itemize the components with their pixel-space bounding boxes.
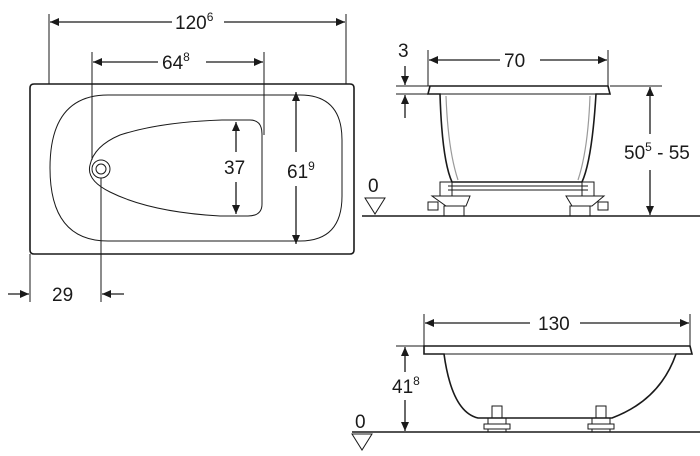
rim-label: 3 [398, 41, 409, 62]
foot-left [427, 181, 471, 217]
inner-length-label: 648 [162, 50, 190, 74]
floor-level-label: 0 [355, 412, 366, 433]
tub-body [423, 345, 694, 419]
length-label: 130 [538, 314, 570, 335]
width-label: 70 [504, 51, 525, 72]
drain-icon [91, 159, 111, 179]
tub-basin [49, 94, 343, 242]
length-label: 1206 [175, 10, 214, 34]
foot-right [565, 181, 609, 217]
tub-outline [29, 83, 355, 255]
floor-level-triangle [364, 197, 386, 215]
top-view: 1206 648 37 619 29 [8, 10, 355, 306]
drain-offset-label: 29 [52, 285, 73, 306]
height-label: 418 [392, 374, 420, 398]
floor-level-triangle [351, 433, 373, 451]
tub-floor [88, 119, 263, 217]
side-view: 130 418 0 [351, 314, 700, 451]
basin-width-label: 37 [224, 158, 245, 179]
foot-right [587, 405, 615, 433]
floor-level-label: 0 [368, 176, 379, 197]
outer-width-label: 619 [287, 159, 315, 183]
foot-left [483, 405, 511, 433]
end-view: 70 3 505 - 55 0 [362, 41, 700, 217]
tub-inner-shell [445, 95, 591, 181]
height-label: 505 - 55 [624, 140, 690, 164]
tub-body [426, 85, 612, 183]
